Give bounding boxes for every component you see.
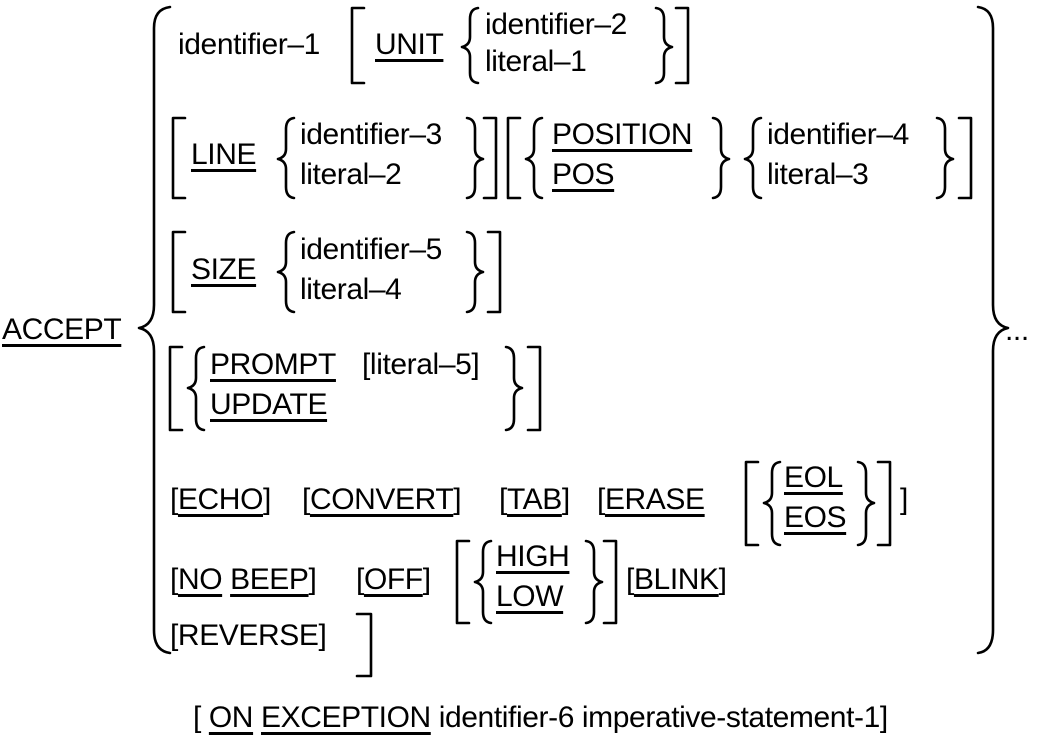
row2-line-right-bracket xyxy=(482,116,498,200)
exception-keyword: EXCEPTION xyxy=(261,701,431,734)
row2-line-keyword: LINE xyxy=(191,138,257,171)
row4-literal-5-optional: [literal–5] xyxy=(362,348,480,381)
row5-tab-option: [TAB] xyxy=(499,483,570,516)
row5-erase-option: [ERASE xyxy=(597,483,705,516)
row2-pos-right-bracket xyxy=(957,116,973,200)
row2-identifier-3: identifier–3 xyxy=(300,118,442,151)
row6-blink-option: [BLINK] xyxy=(626,563,727,596)
row5-left-bracket xyxy=(744,460,760,547)
row6-right-brace xyxy=(584,539,604,625)
row3-right-bracket xyxy=(486,230,502,314)
row5-tab-keyword: TAB xyxy=(506,483,562,516)
row5-left-brace xyxy=(762,460,782,547)
exception-clause: [ ON EXCEPTION identifier-6 imperative-s… xyxy=(193,701,889,734)
row3-literal-4: literal–4 xyxy=(300,273,402,306)
row6-blink-keyword: BLINK xyxy=(633,563,719,596)
verb-accept: ACCEPT xyxy=(2,313,122,346)
row5-eol-keyword: EOL xyxy=(784,461,843,494)
row2-pos-left-brace xyxy=(524,116,544,200)
row5-right-bracket xyxy=(876,460,892,547)
row6-off-keyword: OFF xyxy=(363,563,423,596)
outer-left-brace xyxy=(137,5,172,655)
ellipsis: ... xyxy=(1005,314,1029,347)
row1-unit-keyword: UNIT xyxy=(375,28,444,61)
row3-left-bracket xyxy=(171,230,187,314)
row6-low-keyword: LOW xyxy=(496,580,564,613)
row1-right-bracket xyxy=(674,6,690,85)
row1-left-brace xyxy=(460,6,480,85)
row7-reverse-option: [REVERSE] xyxy=(170,619,327,652)
exception-on-keyword: ON xyxy=(208,701,254,734)
row2-literal-2: literal–2 xyxy=(300,158,402,191)
row4-right-brace xyxy=(504,345,524,432)
row1-literal-1: literal–1 xyxy=(485,45,587,78)
outer-right-brace xyxy=(976,5,1010,655)
row4-right-bracket xyxy=(526,345,542,432)
row2-pos-right-brace xyxy=(711,116,731,200)
row2-line-left-bracket xyxy=(171,116,187,200)
row6-right-bracket xyxy=(602,539,618,625)
row1-left-bracket xyxy=(350,6,366,85)
row2-literal-3: literal–3 xyxy=(767,158,869,191)
row2-line-right-brace xyxy=(465,116,485,200)
exception-rest: identifier-6 imperative-statement-1] xyxy=(438,701,889,734)
row5-convert-keyword: CONVERT xyxy=(309,483,454,516)
row2-id4-right-brace xyxy=(935,116,955,200)
row4-left-brace xyxy=(186,345,206,432)
row5-convert-option: [CONVERT] xyxy=(302,483,462,516)
row6-nobeep-option: [NO BEEP] xyxy=(170,563,317,596)
row4-left-bracket xyxy=(168,345,184,432)
row5-erase-keyword: ERASE xyxy=(604,483,705,516)
row4-prompt-keyword: PROMPT xyxy=(210,348,336,381)
row3-identifier-5: identifier–5 xyxy=(300,233,442,266)
row5-eos-keyword: EOS xyxy=(784,501,847,534)
row6-no-keyword: NO xyxy=(177,563,223,596)
row2-id4-left-brace xyxy=(743,116,763,200)
row2-line-left-brace xyxy=(276,116,296,200)
row1-identifier-1: identifier–1 xyxy=(178,28,320,61)
row2-identifier-4: identifier–4 xyxy=(767,118,909,151)
row2-position-keyword: POSITION xyxy=(552,118,693,151)
row6-beep-keyword: BEEP xyxy=(230,563,309,596)
row5-right-brace xyxy=(856,460,876,547)
row5-echo-keyword: ECHO xyxy=(177,483,264,516)
row3-right-brace xyxy=(465,230,485,314)
row2-pos-keyword: POS xyxy=(552,158,615,191)
row2-pos-left-bracket xyxy=(506,116,522,200)
row6-off-option: [OFF] xyxy=(356,563,431,596)
row5-echo-option: [ECHO] xyxy=(170,483,271,516)
row3-left-brace xyxy=(276,230,296,314)
row7-close-bracket xyxy=(355,612,373,678)
row6-left-bracket xyxy=(455,539,471,625)
row6-left-brace xyxy=(473,539,493,625)
row3-size-keyword: SIZE xyxy=(191,253,257,286)
row6-high-keyword: HIGH xyxy=(496,540,570,573)
row5-erase-close: ] xyxy=(900,483,908,516)
row1-identifier-2: identifier–2 xyxy=(485,8,627,41)
row1-right-brace xyxy=(654,6,674,85)
row4-update-keyword: UPDATE xyxy=(210,388,328,421)
